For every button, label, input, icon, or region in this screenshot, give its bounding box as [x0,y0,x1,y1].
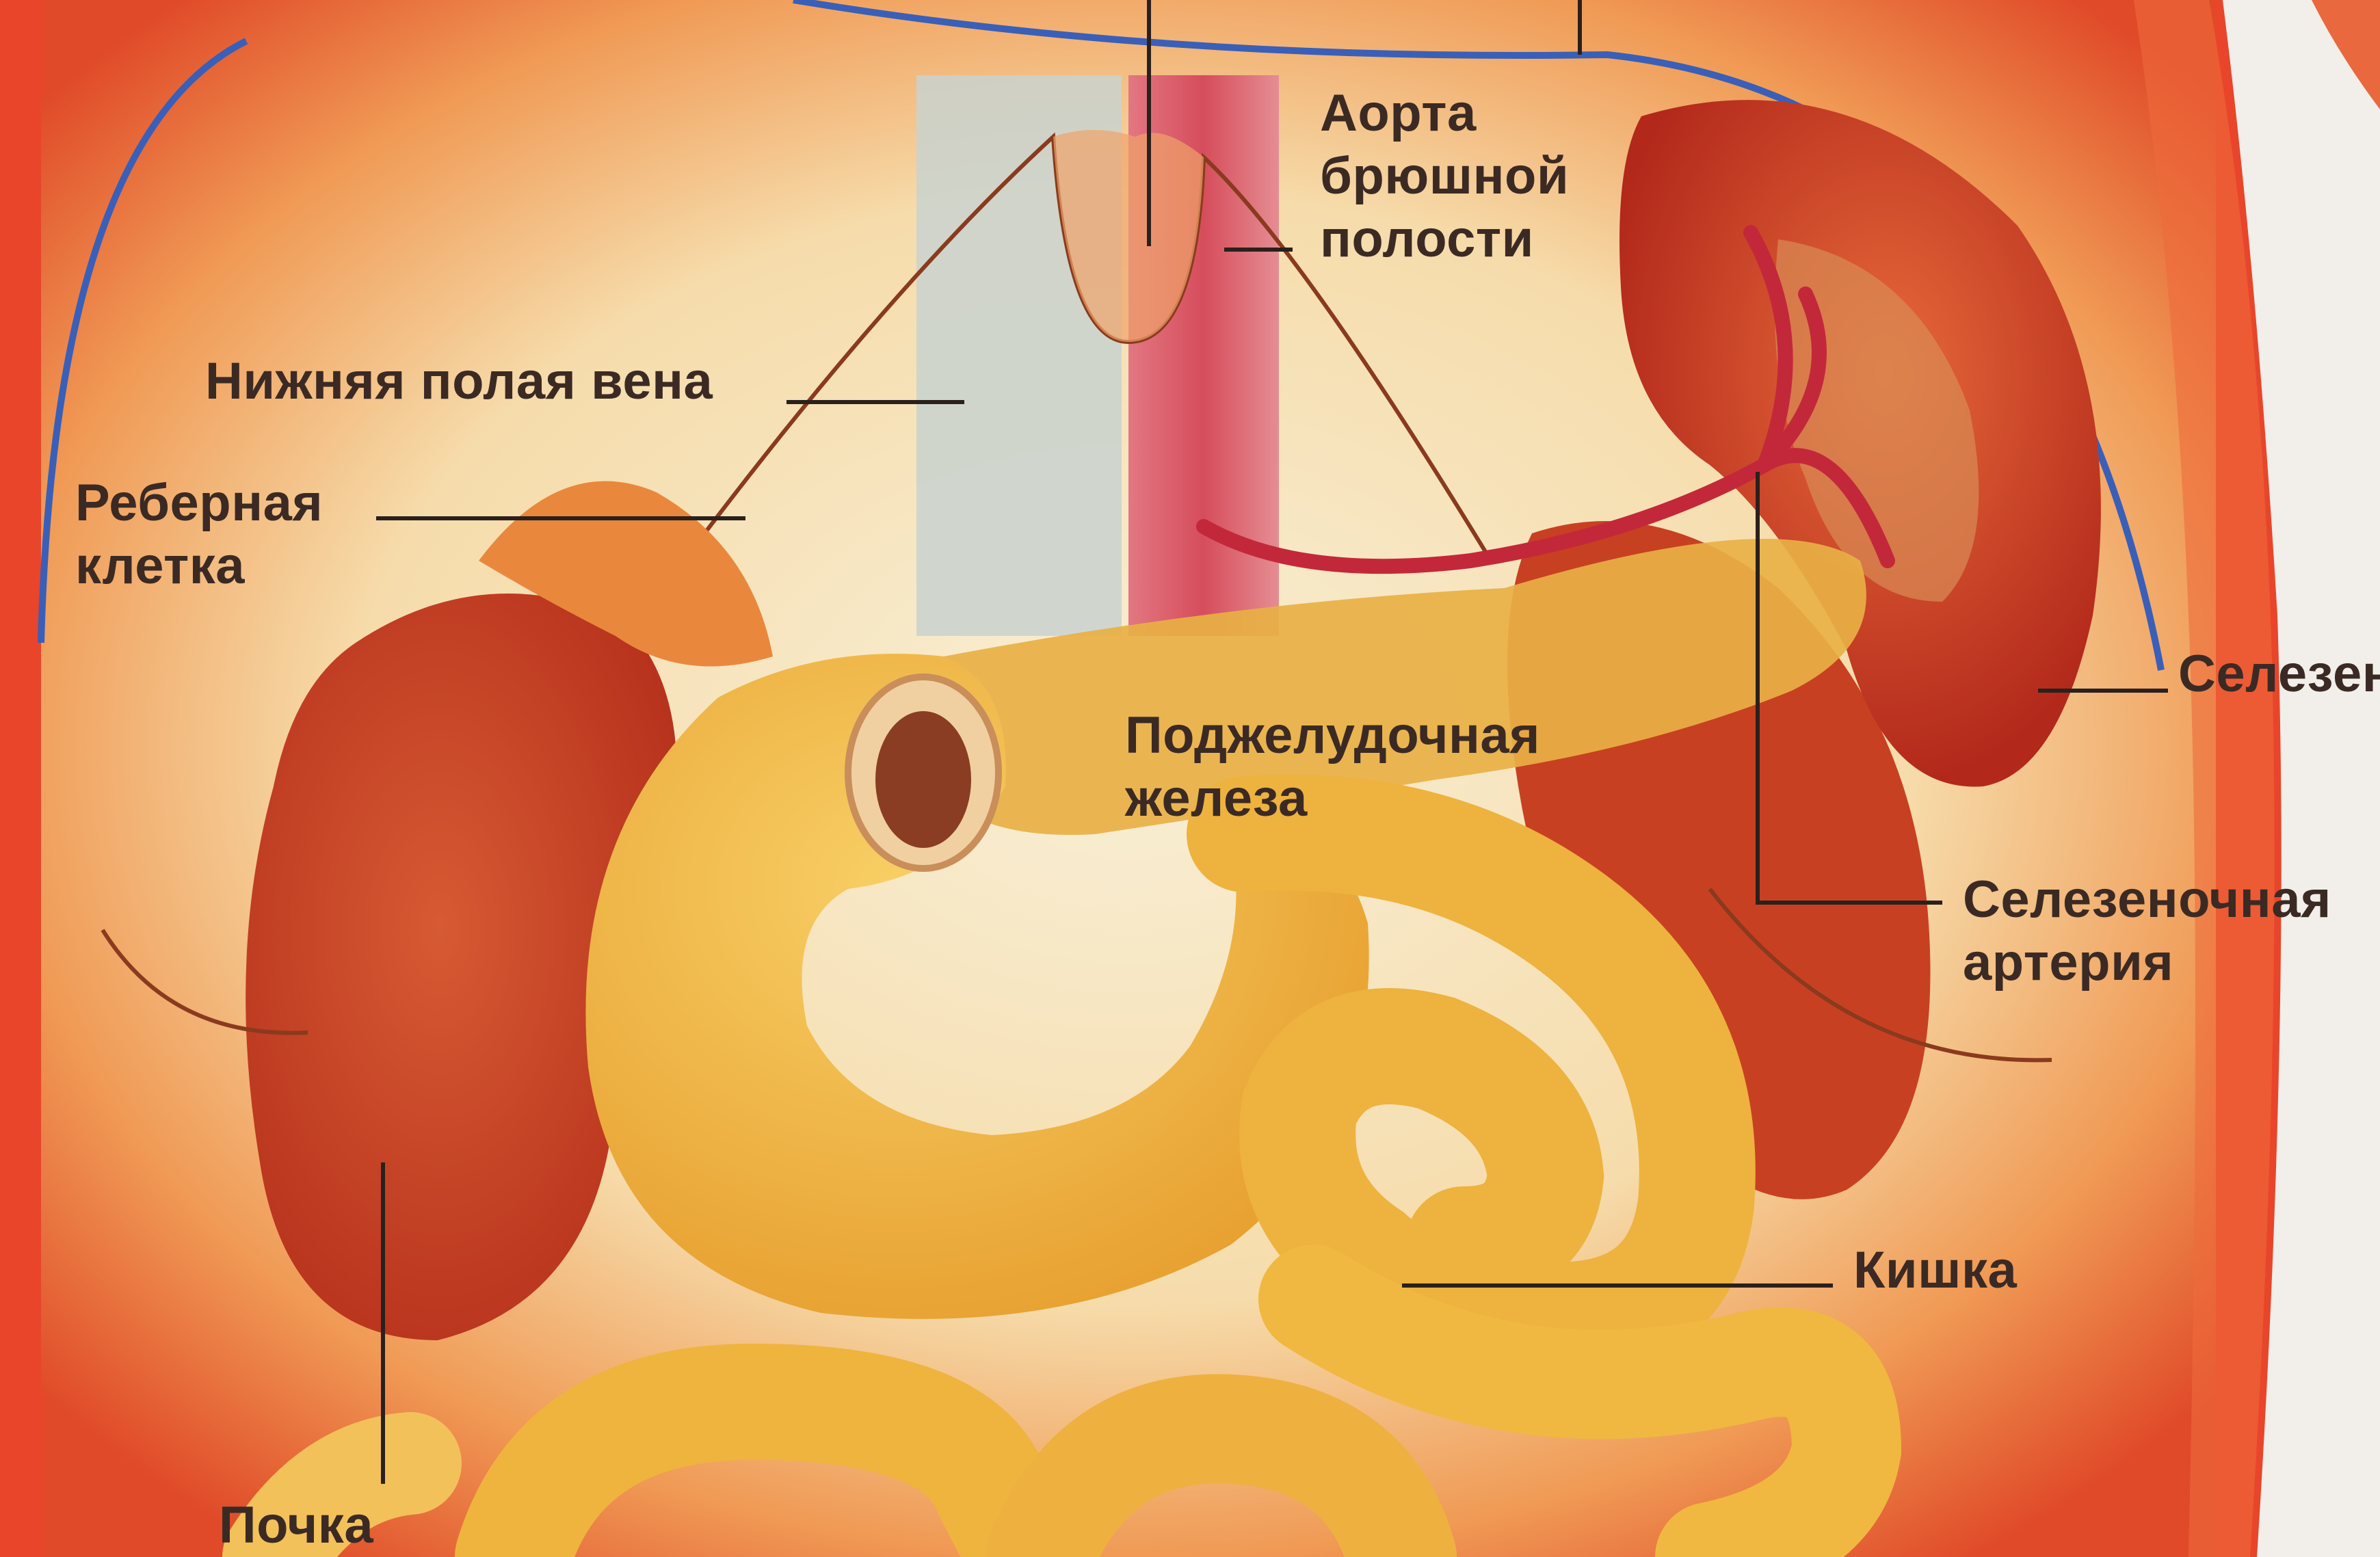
label-spleen-text: Селезен [2178,645,2380,703]
left-curve [101,929,308,1035]
adrenal-shape [479,481,773,667]
label-pancreas-line2: железа [1125,769,1308,827]
label-aorta-line2: брюшной [1320,147,1570,205]
label-rib-cage: Реберная клетка [75,472,323,598]
label-pancreas-line1: Поджелудочная [1125,706,1541,764]
pancreas-shape [922,539,1866,835]
label-kidney: Почка [219,1494,373,1557]
label-splenic-artery-line1: Селезеночная [1963,870,2331,929]
label-intestine: Кишка [1853,1239,2017,1302]
page-margin [2223,0,2380,1557]
label-kidney-text: Почка [219,1496,374,1554]
label-aorta-line1: Аорта [1320,84,1477,142]
right-body-edge [2134,0,2275,1557]
label-splenic-artery-line2: артерия [1963,933,2174,992]
kidney-shape [246,594,678,1340]
intestine-loop-2 [1258,1245,1902,1557]
label-vena-cava: Нижняя полая вена [205,350,713,413]
label-vena-cava-text: Нижняя полая вена [205,352,713,410]
label-aorta-line3: полости [1320,210,1534,268]
intestine-shape [1187,774,1756,1379]
label-aorta: Аорта брюшной полости [1320,82,1569,271]
stomach-shape [585,654,1369,1319]
upper-right-shape [2312,0,2380,109]
label-intestine-text: Кишка [1853,1241,2018,1299]
duodenum-lumen-inner [875,711,971,848]
label-rib-cage-line2: клетка [75,537,246,595]
label-spleen: Селезен [2178,643,2380,706]
right-curve [1708,888,2052,1063]
splenic-artery-shape [1196,225,1895,574]
intestine-loop-4 [985,1374,1457,1557]
label-rib-cage-line1: Реберная [75,474,323,532]
label-pancreas: Поджелудочная железа [1125,704,1540,830]
intestine-loop-5 [222,1412,462,1557]
leader-lines [376,0,2168,1484]
label-splenic-artery: Селезеночная артерия [1963,868,2331,994]
spleen-inner [1775,239,1979,602]
leader-splenic-artery [1756,472,1942,905]
sternum-shape [1053,130,1204,342]
